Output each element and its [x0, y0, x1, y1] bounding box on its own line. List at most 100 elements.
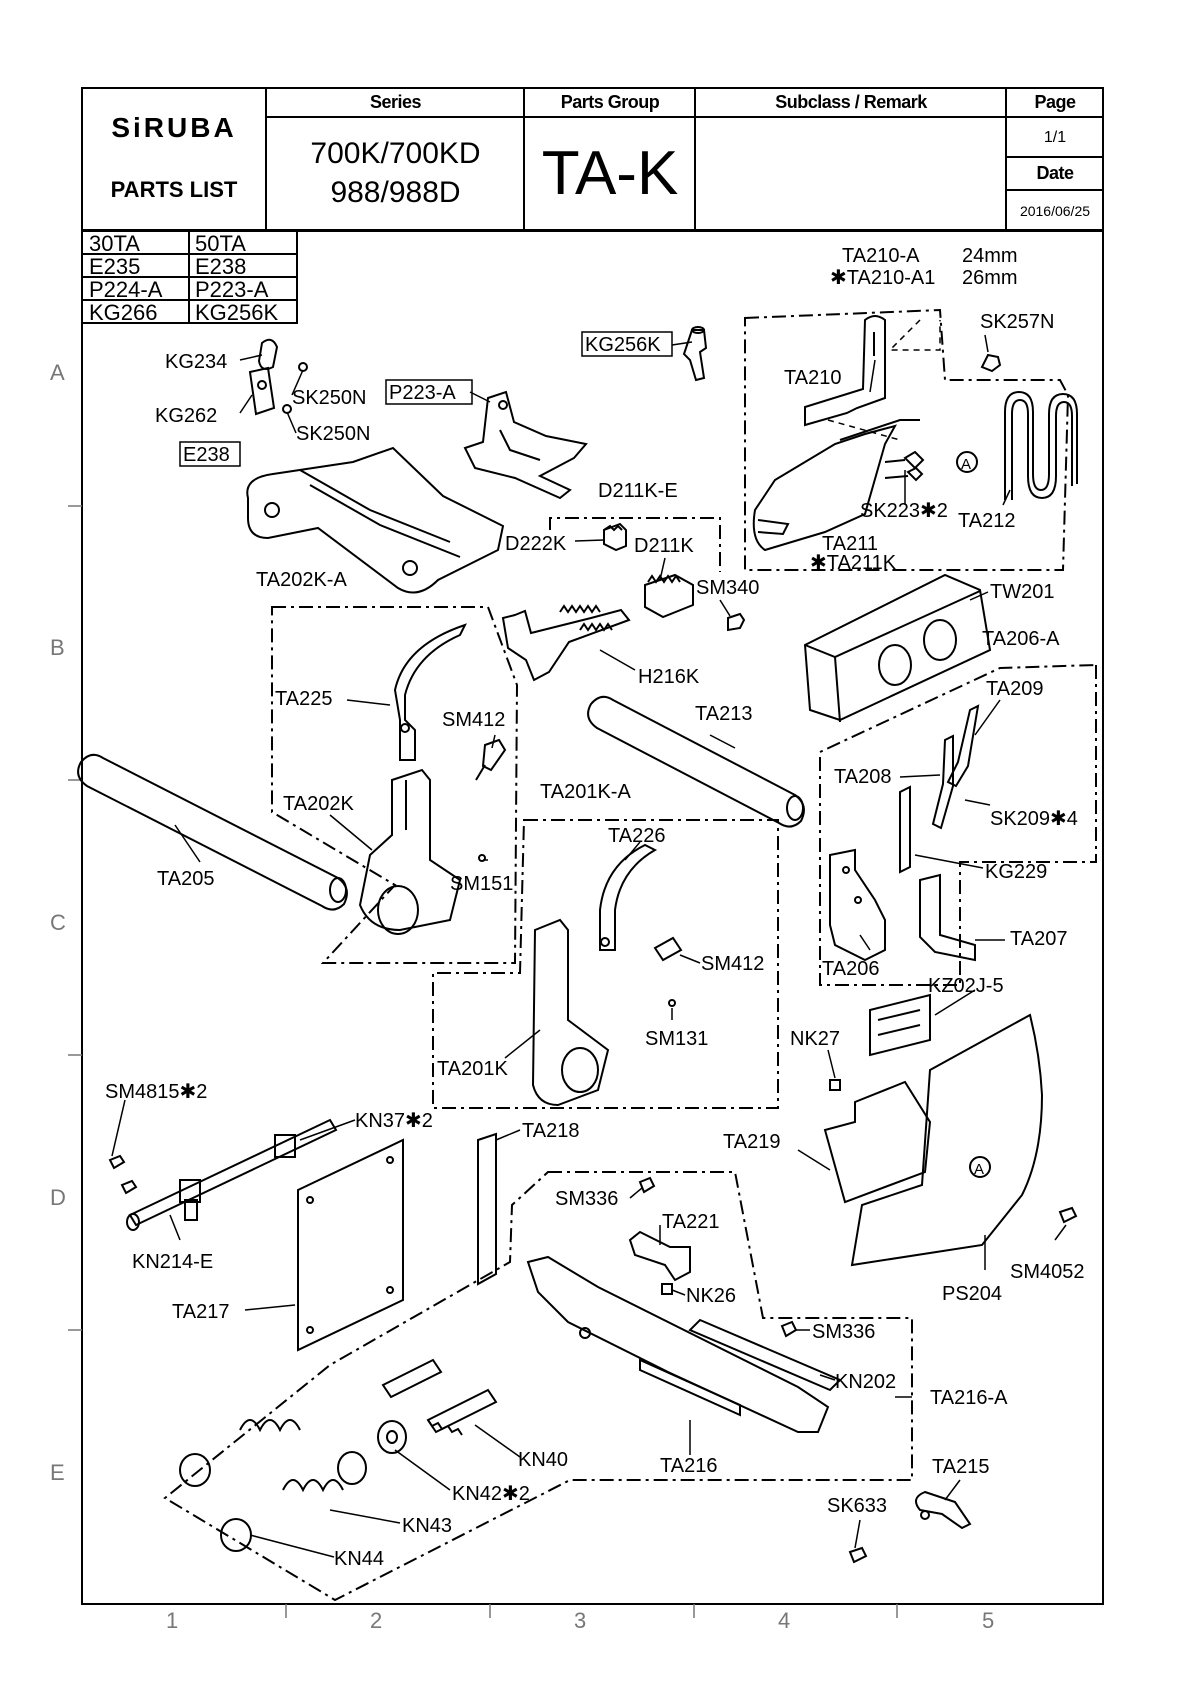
- callout-kg229: KG229: [985, 861, 1047, 883]
- subclass-label: Subclass / Remark: [775, 92, 927, 112]
- parts: [77, 315, 1078, 1564]
- circle-a-marks: [956, 451, 991, 1178]
- ta221-bracket-part: [628, 1230, 691, 1282]
- variant-cell: E235: [89, 254, 140, 279]
- column-markers: 1 2 3 4 5: [166, 1608, 994, 1633]
- callout-ta206a: TA206-A: [982, 628, 1060, 650]
- row-marker: C: [50, 910, 66, 935]
- p223a-presser-foot-part: [463, 390, 588, 500]
- e238-needle-plate-part: [246, 446, 505, 594]
- callout-ta210a1: ✱TA210-A1: [830, 267, 935, 289]
- d211k-feed-dog-part: [644, 573, 694, 619]
- callout-ta212: TA212: [958, 510, 1015, 532]
- callout-sk633: SK633: [827, 1495, 887, 1517]
- row-marker: E: [50, 1460, 65, 1485]
- sm336-screw-part: [638, 1176, 656, 1194]
- callout-ta216: TA216: [660, 1455, 717, 1477]
- nk27-nut-part: [829, 1079, 841, 1091]
- callout-sk250n: SK250N: [292, 387, 367, 409]
- parts-group-label: Parts Group: [560, 92, 660, 112]
- group-outline-ta201ka: [432, 819, 779, 1109]
- callout-ta208: TA208: [834, 766, 891, 788]
- ta202k-looper-holder-part: [358, 768, 462, 935]
- callout-ta205: TA205: [157, 868, 214, 890]
- callout-e238: E238: [183, 444, 230, 466]
- callout-ta226: TA226: [608, 825, 665, 847]
- callout-kn214e: KN214-E: [132, 1251, 213, 1273]
- callout-sm151: SM151: [450, 873, 513, 895]
- callout-ta211: TA211: [822, 533, 878, 555]
- callout-ta217: TA217: [172, 1301, 229, 1323]
- callout-kn43: KN43: [402, 1515, 452, 1537]
- callout-kz02j5: KZ02J-5: [928, 975, 1004, 997]
- callout-h216k: H216K: [638, 666, 700, 688]
- callout-ta210: TA210: [784, 367, 841, 389]
- group-outline-ta216a: [163, 1171, 913, 1602]
- variant-cell: P224-A: [89, 277, 163, 302]
- kn40-stud-part: [426, 1388, 498, 1436]
- tw201-block-part: [803, 573, 992, 723]
- row-ticks: [68, 505, 82, 1331]
- sm336-screw-part: [780, 1320, 798, 1338]
- brand-logo: SiRUBA: [111, 112, 237, 143]
- sm412-screw-part: [653, 936, 683, 962]
- callout-ta215: TA215: [932, 1456, 989, 1478]
- callout-kn44: KN44: [334, 1548, 384, 1570]
- column-ticks: [285, 1604, 898, 1618]
- callout-ta210a1-size: 26mm: [962, 267, 1018, 289]
- callout-sk257n: SK257N: [980, 311, 1055, 333]
- callout-ta225: TA225: [275, 688, 332, 710]
- callout-kg234: KG234: [165, 351, 227, 373]
- callout-kg256k: KG256K: [585, 334, 661, 356]
- callout-ta213: TA213: [695, 703, 752, 725]
- sm4815-screw-part: [108, 1154, 138, 1195]
- callout-ta210a-size: 24mm: [962, 245, 1018, 267]
- ta218-bar-part: [477, 1132, 497, 1286]
- group-outline-ta210a: [744, 308, 1070, 571]
- ta211-guide-block-part: [752, 419, 920, 552]
- callout-ta211k: ✱TA211K: [810, 552, 897, 574]
- ta225-looper-part: [393, 623, 467, 761]
- ta209-spring-part: [946, 704, 980, 788]
- ps204-cover-part: [850, 1013, 1044, 1267]
- callout-d211ke: D211K-E: [598, 480, 678, 502]
- dashed-assembly-lines: [827, 319, 941, 441]
- callout-sm4052: SM4052: [1010, 1261, 1085, 1283]
- callout-sk250n: SK250N: [296, 423, 371, 445]
- h216k-feed-bar-part: [501, 604, 631, 682]
- variant-cell: E238: [195, 254, 246, 279]
- column-marker: 1: [166, 1608, 178, 1633]
- callout-ta202ka: TA202K-A: [256, 569, 347, 591]
- ta206-plate-part: [829, 848, 886, 962]
- callout-kn37: KN37✱2: [355, 1110, 433, 1132]
- variant-table-text: 30TA 50TA E235 E238 P224-A P223-A KG266 …: [89, 231, 278, 325]
- column-marker: 2: [370, 1608, 382, 1633]
- ta207-bracket-part: [919, 873, 976, 962]
- ta226-looper-part: [599, 843, 658, 951]
- callout-d222k: D222K: [505, 533, 567, 555]
- ta217-plate-part: [297, 1138, 404, 1352]
- sm4052-screw-part: [1058, 1206, 1078, 1224]
- variant-cell: KG266: [89, 300, 158, 325]
- callout-ta206: TA206: [822, 958, 879, 980]
- row-marker: A: [50, 360, 65, 385]
- callout-sm336: SM336: [812, 1321, 875, 1343]
- nk26-nut-part: [661, 1283, 673, 1295]
- sk257n-screw-part: [980, 353, 1002, 373]
- sm151-screw-part: [478, 854, 486, 862]
- callout-kn42: KN42✱2: [452, 1483, 530, 1505]
- variant-cell: 50TA: [195, 231, 246, 256]
- callout-sm412: SM412: [701, 953, 764, 975]
- kn42-disc-part: [337, 1420, 407, 1485]
- kg256k-guide-part: [682, 326, 708, 382]
- variant-cell: 30TA: [89, 231, 140, 256]
- series-line-1: 700K/700KD: [310, 137, 481, 170]
- callout-sm4815: SM4815✱2: [105, 1081, 207, 1103]
- kn44-nut-part: [179, 1453, 252, 1552]
- ta212-wire-guide-part: [1004, 390, 1078, 500]
- kn202-plate-part: [688, 1318, 842, 1392]
- sk633-screw-part: [848, 1546, 868, 1564]
- callout-nk27: NK27: [790, 1028, 840, 1050]
